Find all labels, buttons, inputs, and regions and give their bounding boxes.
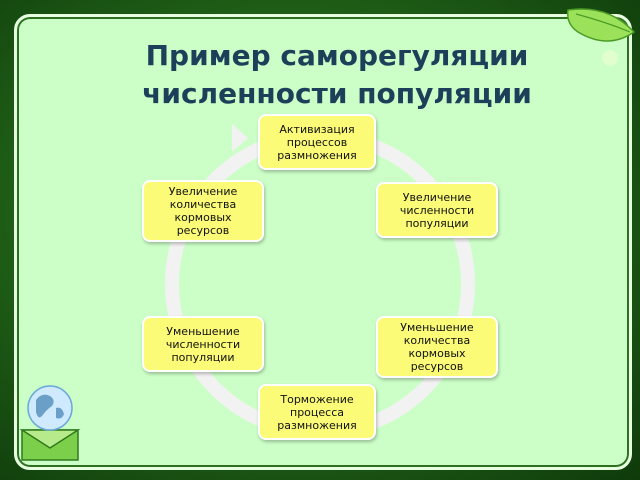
leaf-decoration-icon	[566, 8, 636, 66]
node-inhibition: Торможение процесса размножения	[258, 384, 376, 440]
globe-envelope-icon	[19, 385, 81, 461]
node-pop-increase: Увеличение численности популяции	[376, 182, 498, 238]
node-food-decrease: Уменьшение количества кормовых ресурсов	[376, 316, 498, 378]
node-activation: Активизация процессов размножения	[258, 114, 376, 170]
node-food-increase: Увеличение количества кормовых ресурсов	[142, 180, 264, 242]
cycle-arrow-head	[232, 124, 248, 152]
title-line-1: Пример саморегуляции	[145, 39, 529, 72]
slide-title: Пример саморегуляции численности популяц…	[77, 37, 597, 113]
title-line-2: численности популяции	[142, 77, 532, 110]
node-pop-decrease: Уменьшение численности популяции	[142, 316, 264, 372]
